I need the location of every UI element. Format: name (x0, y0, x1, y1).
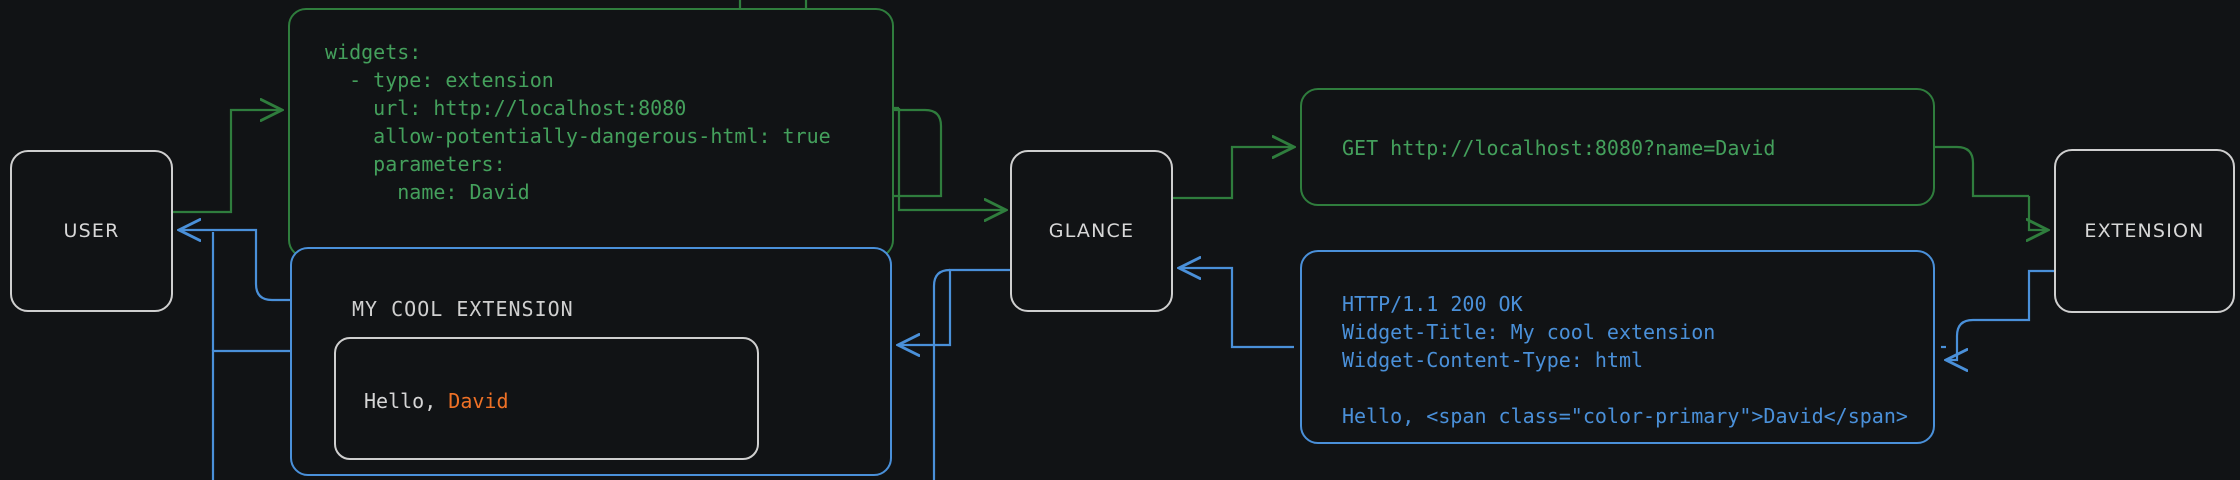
yaml-config-code: widgets: - type: extension url: http://l… (325, 40, 831, 204)
edge-glance-down-left (932, 268, 951, 480)
edge-glance-approach (897, 108, 1006, 210)
http-response-box[interactable]: HTTP/1.1 200 OK Widget-Title: My cool ex… (1300, 250, 1935, 444)
widget-preview-name: David (448, 389, 509, 413)
edge-yaml-to-glance (740, 108, 943, 196)
node-glance[interactable]: GLANCE (1010, 150, 1173, 312)
edge-response-to-glance (1179, 268, 1294, 349)
edge-glance-to-request (1173, 147, 1294, 200)
node-glance-label: GLANCE (1048, 220, 1135, 242)
edge-extension-to-response-tail (1946, 318, 1974, 360)
widget-preview-box[interactable]: MY COOL EXTENSION Hello, David (290, 247, 892, 476)
edge-preview-left-riser (211, 349, 290, 480)
node-user-label: USER (63, 220, 120, 242)
edge-request-to-extension-step (2029, 196, 2048, 230)
edge-glance-to-preview (905, 268, 1010, 347)
widget-preview-card[interactable]: Hello, David (334, 337, 759, 460)
edge-user-to-yaml (173, 110, 282, 214)
widget-preview-card-text: Hello, David (364, 389, 509, 413)
http-request-box[interactable]: GET http://localhost:8080?name=David (1300, 88, 1935, 206)
node-extension[interactable]: EXTENSION (2054, 149, 2235, 313)
http-request-code: GET http://localhost:8080?name=David (1342, 136, 1776, 160)
widget-preview-greeting: Hello, (364, 389, 449, 413)
edge-preview-to-user-run (179, 230, 258, 248)
http-response-code: HTTP/1.1 200 OK Widget-Title: My cool ex… (1342, 292, 1908, 428)
node-extension-label: EXTENSION (2084, 220, 2205, 242)
edge-preview-to-user (254, 248, 290, 302)
edge-extension-to-response (1973, 269, 2054, 322)
yaml-config-box[interactable]: widgets: - type: extension url: http://l… (288, 8, 894, 258)
edge-request-to-extension (1935, 145, 2029, 198)
node-user[interactable]: USER (10, 150, 173, 312)
widget-preview-title: MY COOL EXTENSION (352, 297, 574, 321)
